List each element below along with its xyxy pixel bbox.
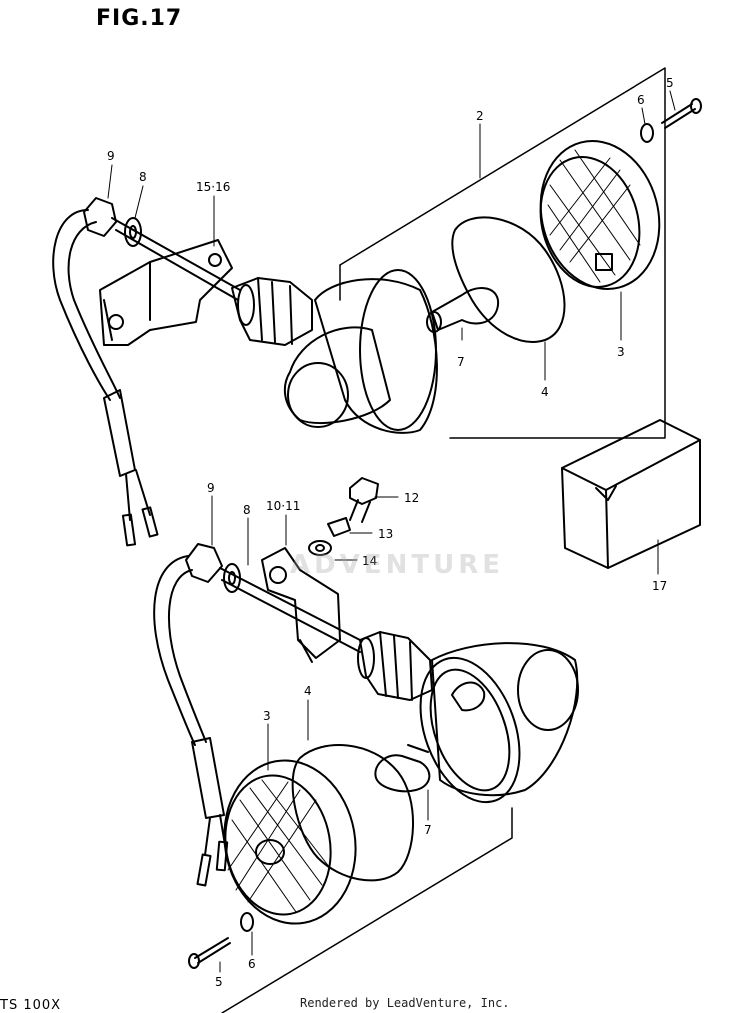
flasher-relay	[561, 419, 701, 569]
upper-bulb	[426, 286, 500, 333]
upper-group-outline	[339, 67, 666, 439]
callout-3-lower: 3	[263, 709, 271, 723]
callout-14: 14	[362, 554, 377, 568]
lower-wire-harness	[153, 555, 229, 887]
lower-group-outline	[221, 807, 513, 1013]
lower-lens	[223, 759, 357, 925]
figure-title: FIG.17	[96, 6, 183, 31]
upper-bracket	[99, 239, 233, 346]
washer-13	[327, 517, 351, 537]
upper-socket	[231, 277, 313, 346]
callout-4-lower: 4	[304, 684, 312, 698]
callout-13: 13	[378, 527, 393, 541]
watermark: ADVENTURE	[290, 550, 504, 580]
leader-lines	[107, 90, 676, 973]
lower-socket	[357, 631, 433, 701]
callout-4-upper: 4	[541, 385, 549, 399]
bolt-12	[349, 477, 379, 523]
upper-gasket	[451, 216, 566, 343]
callout-17: 17	[652, 579, 667, 593]
callout-8-lower: 8	[243, 503, 251, 517]
upper-lens	[539, 140, 661, 290]
callout-labels: 9 8 15·16 2 6 5 7 4 3 12 13 14 17 9 8 10…	[107, 76, 674, 989]
callout-9-upper: 9	[107, 149, 115, 163]
render-credit: Rendered by LeadVenture, Inc.	[300, 996, 510, 1010]
callout-5-lower: 5	[215, 975, 223, 989]
callout-7-upper: 7	[457, 355, 465, 369]
callout-2: 2	[476, 109, 484, 123]
callout-9-lower: 9	[207, 481, 215, 495]
upper-housing	[283, 269, 438, 434]
callout-6-upper: 6	[637, 93, 645, 107]
lower-bulb	[374, 744, 431, 793]
callout-7-lower: 7	[424, 823, 432, 837]
callout-3-upper: 3	[617, 345, 625, 359]
upper-screw	[640, 98, 702, 143]
callout-6-lower: 6	[248, 957, 256, 971]
lower-housing	[419, 642, 579, 804]
callout-5-upper: 5	[666, 76, 674, 90]
lower-gasket	[291, 744, 415, 882]
upper-wire-harness	[52, 209, 159, 547]
nut-14	[308, 540, 332, 556]
model-label: TS 100X	[0, 998, 62, 1013]
callout-15-16: 15·16	[196, 180, 230, 194]
lower-bracket	[261, 547, 341, 663]
lower-nut-washer	[185, 543, 361, 653]
lower-screw	[188, 912, 254, 969]
callout-12: 12	[404, 491, 419, 505]
callout-10-11: 10·11	[266, 499, 300, 513]
callout-8-upper: 8	[139, 170, 147, 184]
